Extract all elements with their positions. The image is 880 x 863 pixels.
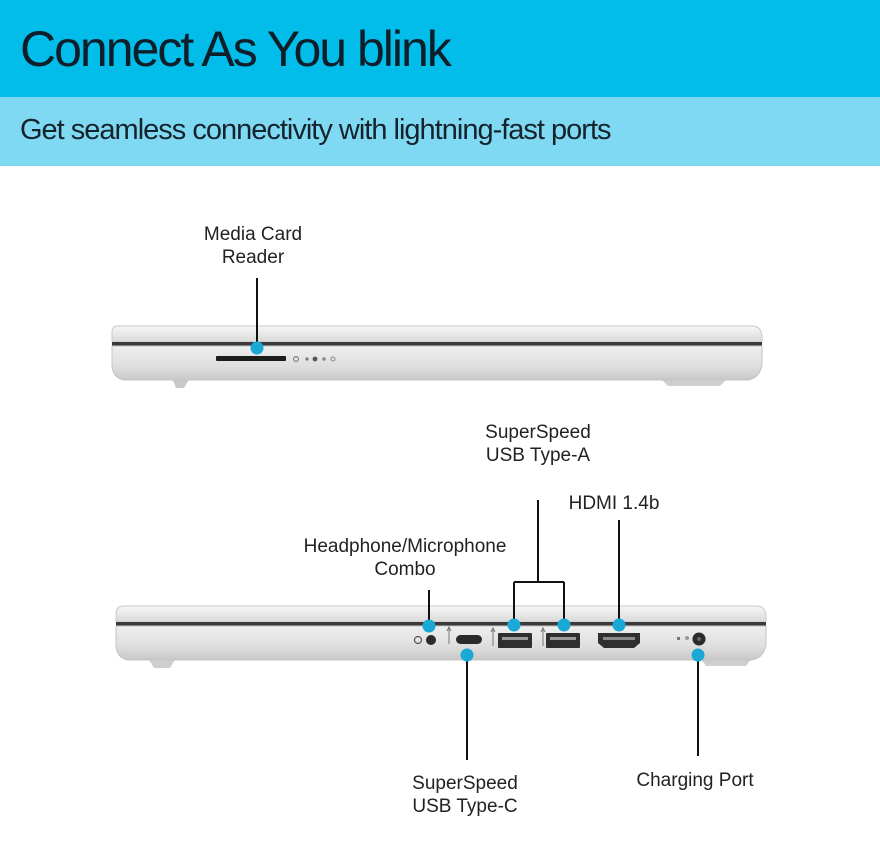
media-card-reader-label: Media Card Reader xyxy=(203,224,303,268)
header-banner: Connect As You blink xyxy=(0,0,880,97)
hdmi-port xyxy=(598,633,640,648)
usb-c-port xyxy=(456,635,482,644)
page-subtitle: Get seamless connectivity with lightning… xyxy=(20,114,611,146)
usb-icon xyxy=(490,626,496,646)
usb-icon xyxy=(540,626,546,646)
callout-lines xyxy=(256,278,699,760)
usb-type-a-label: SuperSpeed USB Type-A xyxy=(485,422,591,466)
laptop-right-side xyxy=(115,605,767,668)
usb-a-port-1 xyxy=(498,633,532,648)
callout-dots xyxy=(250,341,705,662)
headphone-jack xyxy=(426,635,436,645)
charging-port-label: Charging Port xyxy=(636,770,754,791)
usb-a-port-2 xyxy=(546,633,580,648)
hdmi-label: HDMI 1.4b xyxy=(568,493,660,514)
headphone-mic-label: Headphone/Microphone Combo xyxy=(303,536,507,580)
charge-led xyxy=(685,636,689,640)
laptop-left-side xyxy=(111,325,763,388)
usb-icon xyxy=(446,625,452,644)
subtitle-banner: Get seamless connectivity with lightning… xyxy=(0,97,880,166)
media-card-slot xyxy=(216,356,286,361)
page-title: Connect As You blink xyxy=(20,21,452,77)
usb-type-c-label: SuperSpeed USB Type-C xyxy=(412,773,518,817)
headphone-icon xyxy=(413,635,423,645)
